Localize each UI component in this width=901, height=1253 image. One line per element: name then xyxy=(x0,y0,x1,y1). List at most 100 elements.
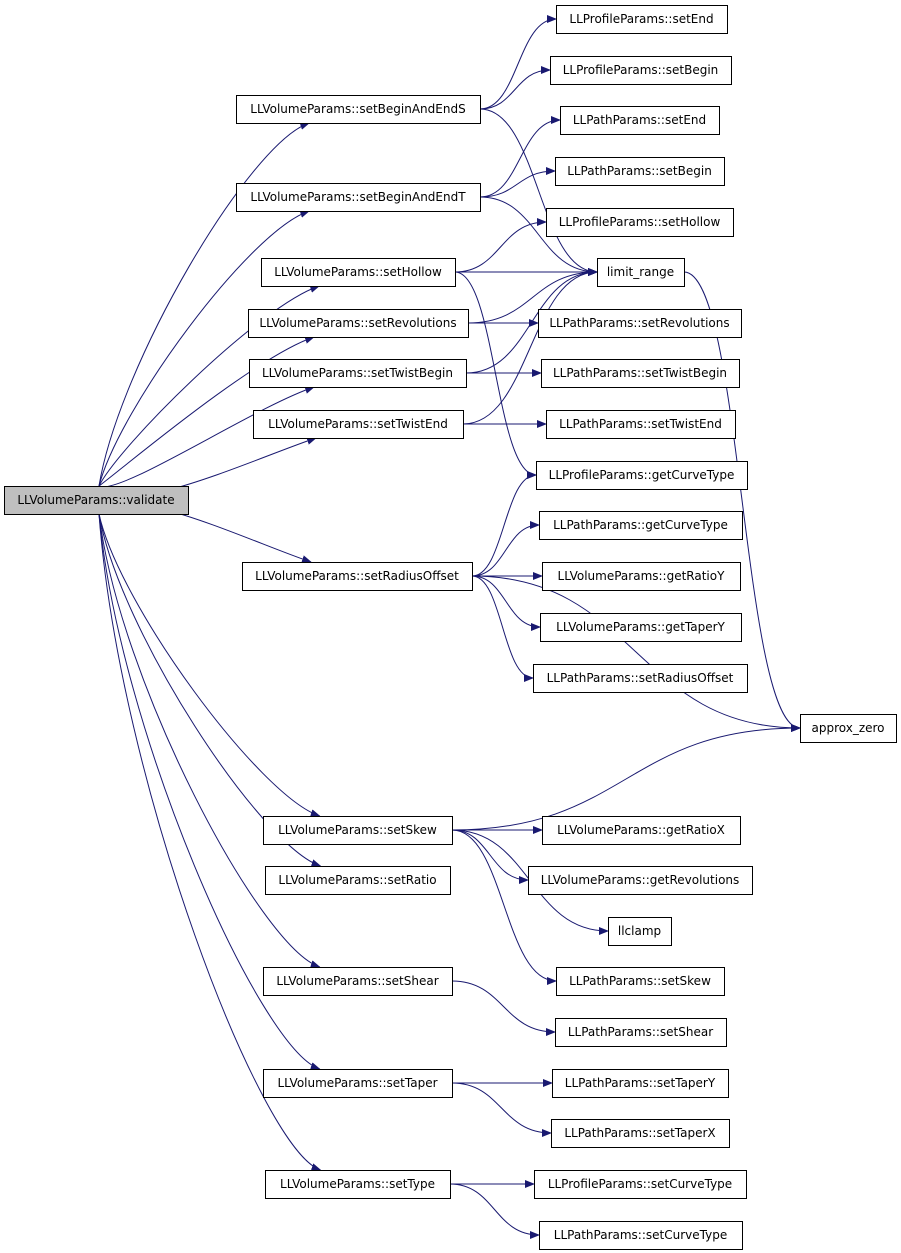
node-prof_setBegin[interactable]: LLProfileParams::setBegin xyxy=(550,56,732,85)
edge-validate-to-setBeginAndEndS xyxy=(98,122,311,487)
node-label: LLVolumeParams::getRatioY xyxy=(558,569,726,583)
node-path_setTwistEnd[interactable]: LLPathParams::setTwistEnd xyxy=(546,410,736,439)
node-box xyxy=(800,714,897,743)
node-setRatio[interactable]: LLVolumeParams::setRatio xyxy=(265,866,451,895)
node-box xyxy=(541,359,740,388)
node-vol_getRatioX[interactable]: LLVolumeParams::getRatioX xyxy=(542,816,741,845)
node-setBeginAndEndT[interactable]: LLVolumeParams::setBeginAndEndT xyxy=(236,183,481,212)
node-box xyxy=(546,208,734,237)
node-path_setBegin[interactable]: LLPathParams::setBegin xyxy=(555,157,725,186)
node-setTwistEnd[interactable]: LLVolumeParams::setTwistEnd xyxy=(253,410,464,439)
node-prof_getCurveType[interactable]: LLProfileParams::getCurveType xyxy=(536,461,748,490)
node-label: LLPathParams::setCurveType xyxy=(554,1228,727,1242)
node-label: LLVolumeParams::setHollow xyxy=(274,265,442,279)
node-path_setTaperY[interactable]: LLPathParams::setTaperY xyxy=(552,1069,729,1098)
edge-setRadiusOffset-to-path_setRadiusOffset xyxy=(471,575,534,682)
node-box xyxy=(242,562,473,591)
node-label: LLVolumeParams::setRatio xyxy=(278,873,436,887)
edge-setTaper-to-path_setTaperX xyxy=(451,1082,552,1137)
node-prof_setEnd[interactable]: LLProfileParams::setEnd xyxy=(556,5,728,34)
node-box xyxy=(248,309,469,338)
node-label: LLProfileParams::setHollow xyxy=(559,215,721,229)
edge-setRadiusOffset-to-path_getCurveType xyxy=(471,521,540,577)
node-path_setEnd[interactable]: LLPathParams::setEnd xyxy=(560,106,720,135)
nodes-layer: LLVolumeParams::validateLLVolumeParams::… xyxy=(4,5,897,1250)
node-setTwistBegin[interactable]: LLVolumeParams::setTwistBegin xyxy=(249,359,467,388)
node-prof_setHollow[interactable]: LLProfileParams::setHollow xyxy=(546,208,734,237)
node-box xyxy=(560,106,720,135)
node-path_getCurveType[interactable]: LLPathParams::getCurveType xyxy=(539,511,743,540)
node-label: LLVolumeParams::validate xyxy=(17,493,174,507)
edge-validate-to-setTaper xyxy=(98,513,321,1070)
node-label: LLVolumeParams::getTaperY xyxy=(556,620,725,634)
node-box xyxy=(236,95,481,124)
node-box xyxy=(551,1119,730,1148)
node-setRadiusOffset[interactable]: LLVolumeParams::setRadiusOffset xyxy=(242,562,473,591)
node-setHollow[interactable]: LLVolumeParams::setHollow xyxy=(261,258,456,287)
node-label: LLPathParams::setSkew xyxy=(569,974,711,988)
node-box xyxy=(249,359,467,388)
node-path_setShear[interactable]: LLPathParams::setShear xyxy=(555,1018,727,1047)
edge-validate-to-setHollow xyxy=(98,285,321,487)
node-box xyxy=(263,1069,453,1098)
node-limit_range[interactable]: limit_range xyxy=(597,258,685,287)
node-setShear[interactable]: LLVolumeParams::setShear xyxy=(263,967,453,996)
node-label: LLPathParams::getCurveType xyxy=(553,518,728,532)
node-box xyxy=(539,1221,743,1250)
node-label: LLVolumeParams::setBeginAndEndT xyxy=(250,190,466,204)
node-label: LLPathParams::setTaperX xyxy=(564,1126,715,1140)
node-label: approx_zero xyxy=(811,721,884,735)
node-label: LLVolumeParams::setBeginAndEndS xyxy=(250,102,465,116)
node-approx_zero[interactable]: approx_zero xyxy=(800,714,897,743)
node-path_setRevolutions[interactable]: LLPathParams::setRevolutions xyxy=(538,309,742,338)
node-box xyxy=(539,511,743,540)
edge-validate-to-setTwistBegin xyxy=(98,386,316,488)
node-label: LLPathParams::setTaperY xyxy=(565,1076,716,1090)
node-box xyxy=(552,1069,729,1098)
node-setSkew[interactable]: LLVolumeParams::setSkew xyxy=(263,816,453,845)
node-box xyxy=(265,1170,451,1199)
edge-setType-to-path_setCurveType xyxy=(449,1183,540,1239)
node-path_setRadiusOffset[interactable]: LLPathParams::setRadiusOffset xyxy=(533,664,748,693)
node-box xyxy=(608,917,672,946)
edge-setBeginAndEndT-to-limit_range xyxy=(479,196,598,276)
node-label: LLProfileParams::getCurveType xyxy=(549,468,735,482)
edge-setTwistBegin-to-limit_range xyxy=(465,268,598,374)
node-path_setTwistBegin[interactable]: LLPathParams::setTwistBegin xyxy=(541,359,740,388)
node-prof_setCurveType[interactable]: LLProfileParams::setCurveType xyxy=(534,1170,747,1199)
edge-validate-to-setBeginAndEndT xyxy=(98,210,311,487)
node-box xyxy=(236,183,481,212)
edge-validate-to-setSkew xyxy=(98,513,321,817)
edge-validate-to-setRatio xyxy=(98,513,322,867)
edge-setSkew-to-path_setSkew xyxy=(451,829,557,985)
edge-setBeginAndEndS-to-prof_setBegin xyxy=(479,66,551,110)
node-path_setCurveType[interactable]: LLPathParams::setCurveType xyxy=(539,1221,743,1250)
node-box xyxy=(538,309,742,338)
node-label: LLVolumeParams::setTaper xyxy=(277,1076,437,1090)
edge-setBeginAndEndT-to-path_setEnd xyxy=(479,116,561,198)
node-box xyxy=(546,410,736,439)
node-path_setSkew[interactable]: LLPathParams::setSkew xyxy=(556,967,725,996)
node-setRevolutions[interactable]: LLVolumeParams::setRevolutions xyxy=(248,309,469,338)
node-vol_getRatioY[interactable]: LLVolumeParams::getRatioY xyxy=(542,562,741,591)
node-path_setTaperX[interactable]: LLPathParams::setTaperX xyxy=(551,1119,730,1148)
node-validate[interactable]: LLVolumeParams::validate xyxy=(4,486,189,515)
node-box xyxy=(253,410,464,439)
edge-setShear-to-path_setShear xyxy=(451,980,556,1036)
node-box xyxy=(597,258,685,287)
node-box xyxy=(4,486,189,515)
node-box xyxy=(555,157,725,186)
node-label: LLPathParams::setTwistEnd xyxy=(559,417,722,431)
node-label: LLVolumeParams::setType xyxy=(280,1177,435,1191)
node-setTaper[interactable]: LLVolumeParams::setTaper xyxy=(263,1069,453,1098)
node-llclamp[interactable]: llclamp xyxy=(608,917,672,946)
node-box xyxy=(555,1018,727,1047)
node-box xyxy=(556,5,728,34)
node-setType[interactable]: LLVolumeParams::setType xyxy=(265,1170,451,1199)
edge-setSkew-to-approx_zero xyxy=(451,724,801,831)
edge-setHollow-to-prof_setHollow xyxy=(454,218,547,273)
node-setBeginAndEndS[interactable]: LLVolumeParams::setBeginAndEndS xyxy=(236,95,481,124)
node-vol_getTaperY[interactable]: LLVolumeParams::getTaperY xyxy=(540,613,742,642)
node-vol_getRevolutions[interactable]: LLVolumeParams::getRevolutions xyxy=(528,866,753,895)
node-box xyxy=(263,967,453,996)
